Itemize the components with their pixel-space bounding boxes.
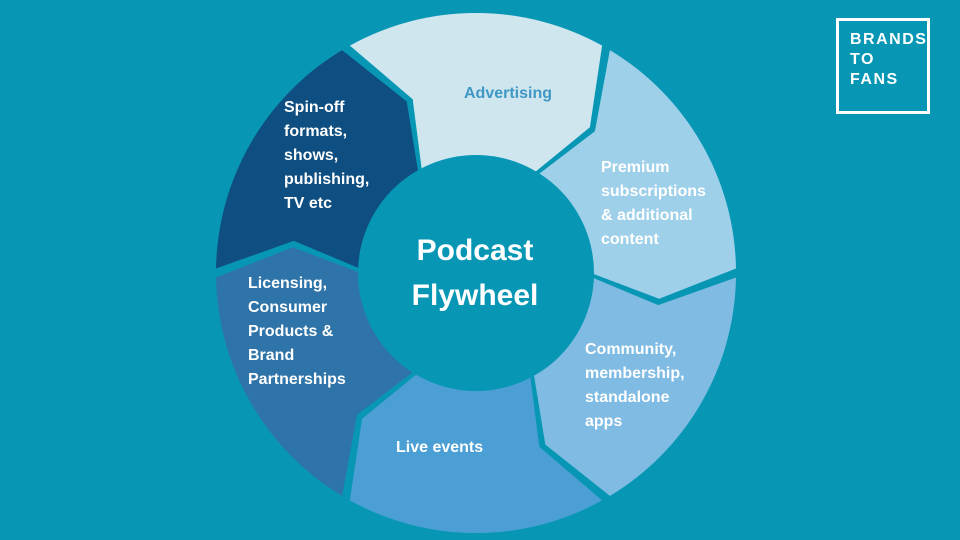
logo-line-1: BRANDS	[850, 31, 928, 48]
logo-line-2: TO	[850, 51, 875, 68]
segment-spin-off	[216, 50, 420, 272]
segment-label-spin-off: Spin-off formats, shows, publishing, TV …	[284, 99, 370, 212]
segment-label-advertising: Advertising	[464, 85, 553, 102]
flywheel-hub	[358, 155, 594, 391]
segment-label-licensing: Licensing, Consumer Products & Brand Par…	[248, 275, 346, 388]
segment-advertising	[349, 12, 603, 177]
logo-line-3: FANS	[850, 71, 899, 88]
segment-label-premium-subscriptions: Premium subscriptions & additional conte…	[601, 159, 706, 248]
center-subtitle: Flywheel	[411, 279, 539, 312]
segment-live-events	[349, 369, 603, 534]
segment-community	[532, 274, 736, 496]
brands-to-fans-logo: BRANDS TO FANS	[836, 18, 930, 114]
segment-label-community: Community, membership, standalone apps	[585, 341, 685, 430]
segment-label-live-events: Live events	[396, 439, 484, 456]
center-title: Podcast	[416, 234, 534, 267]
